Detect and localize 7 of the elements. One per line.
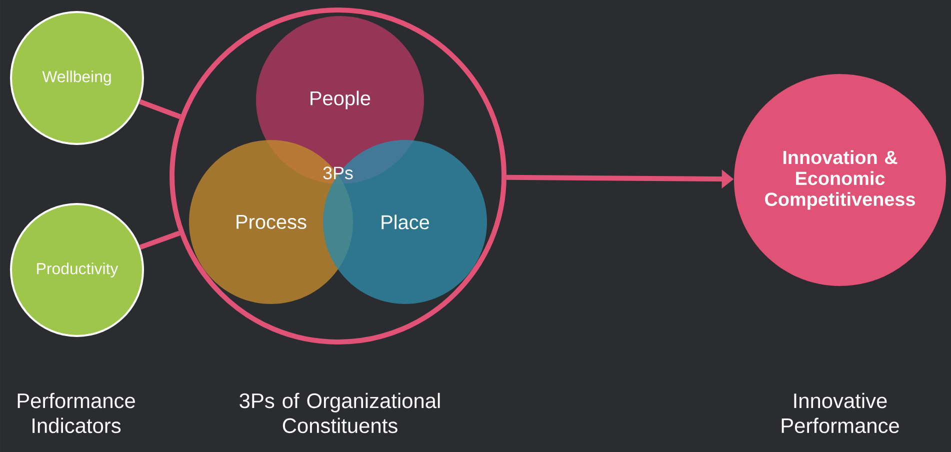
connector bbox=[139, 230, 180, 250]
caption-text: Performance Indicators bbox=[18, 392, 135, 434]
caption-text: 3Ps bbox=[323, 166, 353, 180]
outer-ring bbox=[170, 8, 506, 344]
connector bbox=[138, 99, 182, 120]
caption-text: 3Ps of Organizational Constituents bbox=[240, 392, 440, 434]
caption-text: Innovative Performance bbox=[782, 392, 899, 434]
